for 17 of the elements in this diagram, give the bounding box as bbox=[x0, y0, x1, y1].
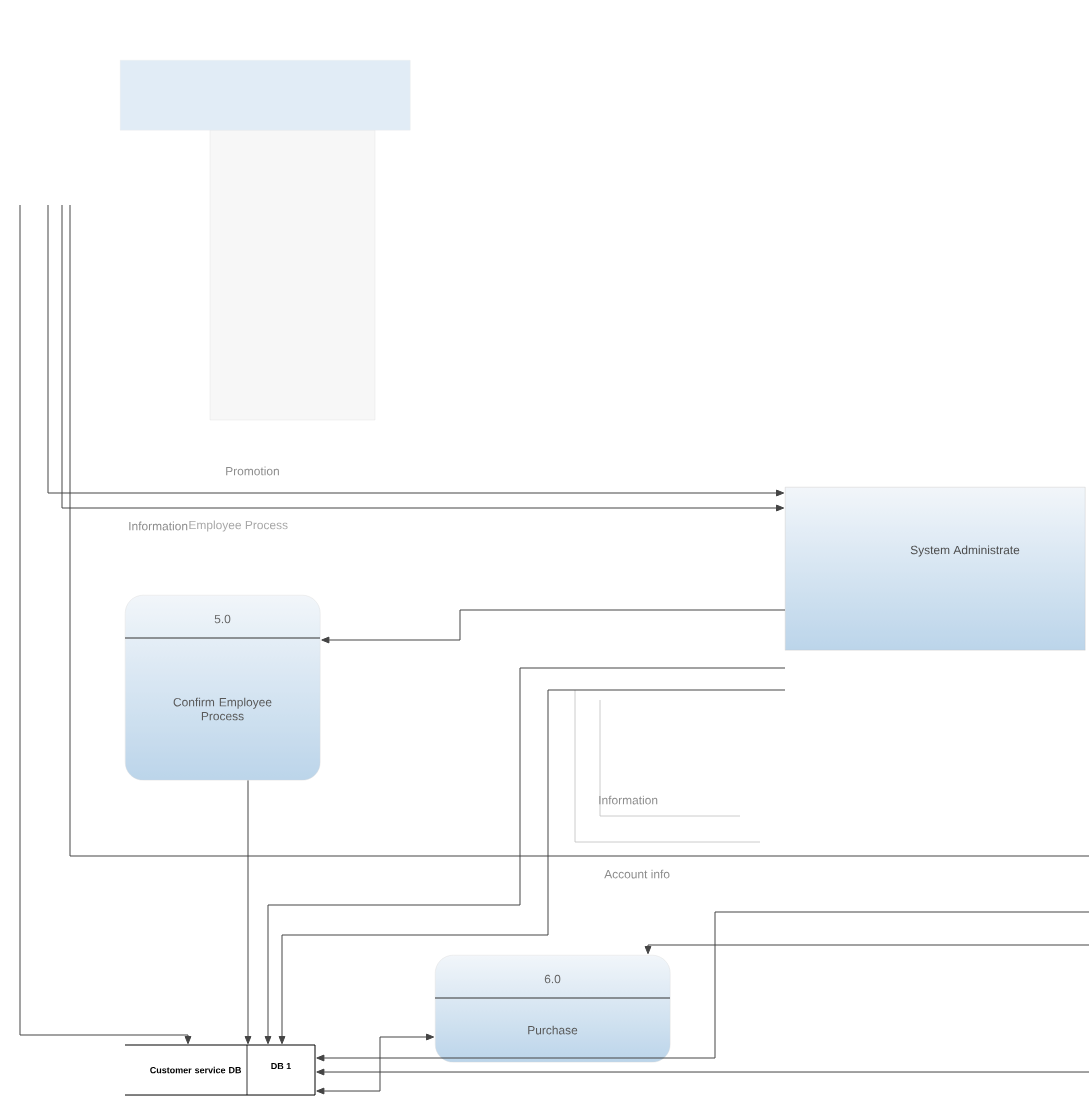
process-box: 5.0 Confirm Employee Process bbox=[124, 595, 321, 781]
entity-box: System Administrate bbox=[785, 487, 1086, 651]
arrow bbox=[644, 944, 1089, 955]
flow-label: Employee Process bbox=[189, 520, 288, 532]
flow-label: Information bbox=[129, 521, 188, 531]
arrow bbox=[19, 204, 192, 1045]
blurred-box bbox=[120, 60, 411, 131]
process-box: 6.0 Purchase bbox=[434, 955, 671, 1063]
arrow bbox=[244, 779, 252, 1045]
arrow bbox=[316, 1033, 435, 1095]
arrow bbox=[321, 609, 786, 644]
arrow bbox=[316, 1068, 1089, 1076]
arrow bbox=[316, 911, 1089, 1062]
data-store: Customer service DB DB 1 bbox=[124, 1044, 316, 1096]
flow-label: Information bbox=[599, 795, 658, 805]
flow-label: Account info bbox=[604, 869, 670, 879]
flow-label: Promotion bbox=[226, 466, 279, 476]
